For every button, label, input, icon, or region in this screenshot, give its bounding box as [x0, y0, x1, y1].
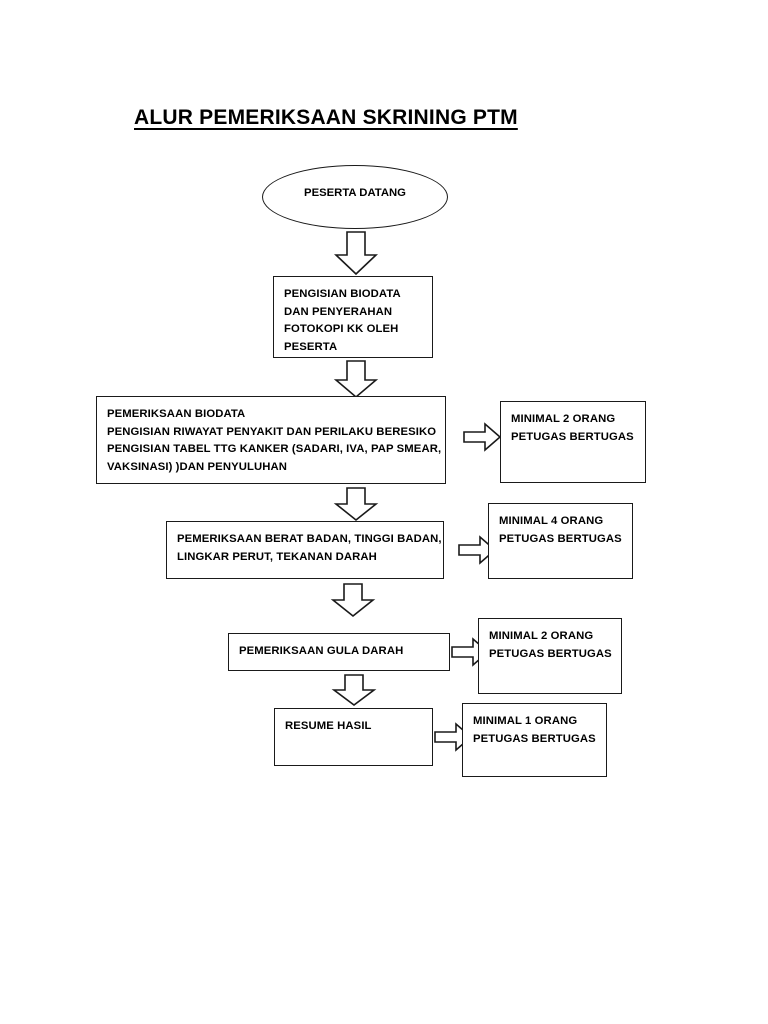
flow-node-resume-line-1: RESUME HASIL — [285, 720, 372, 732]
staffing-node-biodata-line-2: PETUGAS BERTUGAS — [511, 430, 634, 443]
staffing-node-resume-line-1: MINIMAL 1 ORANG — [473, 715, 578, 727]
staffing-node-resume: MINIMAL 1 ORANG PETUGAS BERTUGAS — [462, 703, 607, 777]
flow-node-antropometri: PEMERIKSAAN BERAT BADAN, TINGGI BADAN, L… — [166, 521, 444, 579]
arrow-right-pemeriksaan-biodata-to-staff — [463, 422, 502, 452]
flow-node-start: PESERTA DATANG — [262, 165, 448, 229]
flow-node-biodata-entry: PENGISIAN BIODATA DAN PENYERAHAN FOTOKOP… — [273, 276, 433, 358]
flow-node-biodata-entry-line-4: PESERTA — [284, 340, 338, 353]
flow-node-pemeriksaan-biodata-line-3: PENGISIAN TABEL TTG KANKER (SADARI, IVA,… — [107, 443, 442, 455]
arrow-down-antropometri-to-gula-darah — [330, 583, 376, 618]
flow-node-gula-darah-line-1: PEMERIKSAAN GULA DARAH — [239, 645, 404, 657]
staffing-node-gula-darah-line-2: PETUGAS BERTUGAS — [489, 647, 612, 660]
flow-node-gula-darah: PEMERIKSAAN GULA DARAH — [228, 633, 450, 671]
page-title: ALUR PEMERIKSAAN SKRINING PTM — [134, 106, 518, 129]
flow-node-biodata-entry-line-3: FOTOKOPI KK OLEH — [284, 323, 399, 335]
staffing-node-antropometri: MINIMAL 4 ORANG PETUGAS BERTUGAS — [488, 503, 633, 579]
flow-node-pemeriksaan-biodata-line-1: PEMERIKSAAN BIODATA — [107, 408, 246, 420]
arrow-down-biodata-entry-to-pemeriksaan-biodata — [333, 360, 379, 399]
arrow-right-antropometri-to-staff — [458, 535, 497, 565]
staffing-node-antropometri-line-2: PETUGAS BERTUGAS — [499, 532, 622, 545]
staffing-node-biodata: MINIMAL 2 ORANG PETUGAS BERTUGAS — [500, 401, 646, 483]
arrow-down-pemeriksaan-biodata-to-antropometri — [333, 487, 379, 522]
flow-node-biodata-entry-line-1: PENGISIAN BIODATA — [284, 288, 401, 300]
flow-node-pemeriksaan-biodata-line-4: VAKSINASI) )DAN PENYULUHAN — [107, 460, 288, 473]
flow-node-biodata-entry-line-2: DAN PENYERAHAN — [284, 305, 393, 318]
arrow-down-start-to-biodata-entry — [333, 231, 379, 276]
flow-node-antropometri-line-1: PEMERIKSAAN BERAT BADAN, TINGGI BADAN, — [177, 533, 442, 545]
flow-node-resume: RESUME HASIL — [274, 708, 433, 766]
staffing-node-antropometri-line-1: MINIMAL 4 ORANG — [499, 515, 604, 527]
flow-node-antropometri-line-2: LINGKAR PERUT, TEKANAN DARAH — [177, 550, 377, 563]
flow-node-pemeriksaan-biodata: PEMERIKSAAN BIODATA PENGISIAN RIWAYAT PE… — [96, 396, 446, 484]
flow-node-pemeriksaan-biodata-line-2: PENGISIAN RIWAYAT PENYAKIT DAN PERILAKU … — [107, 425, 437, 438]
arrow-down-gula-darah-to-resume — [331, 674, 377, 706]
flow-node-start-label: PESERTA DATANG — [304, 186, 406, 199]
staffing-node-biodata-line-1: MINIMAL 2 ORANG — [511, 413, 616, 425]
staffing-node-gula-darah: MINIMAL 2 ORANG PETUGAS BERTUGAS — [478, 618, 622, 694]
staffing-node-gula-darah-line-1: MINIMAL 2 ORANG — [489, 630, 594, 642]
staffing-node-resume-line-2: PETUGAS BERTUGAS — [473, 732, 596, 745]
